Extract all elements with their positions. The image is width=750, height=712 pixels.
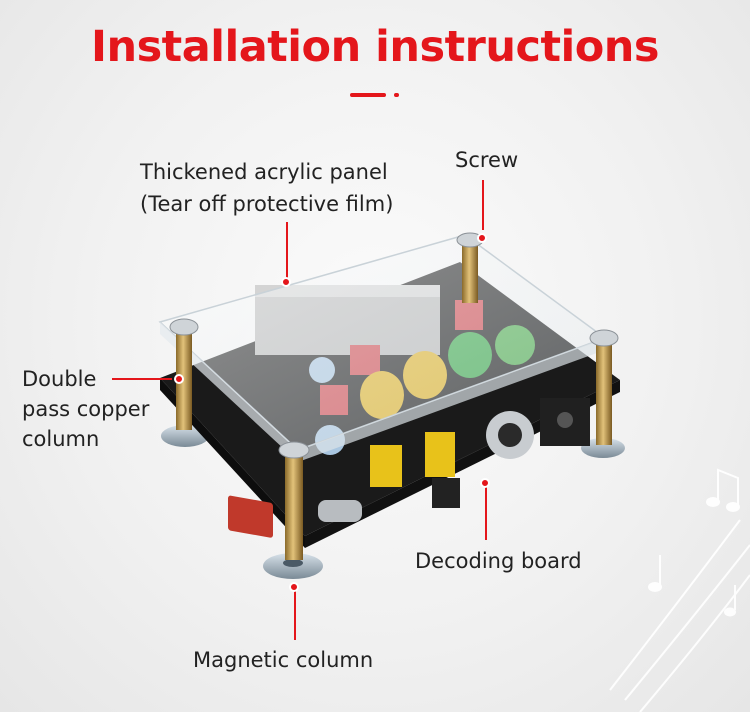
music-notes-icon	[609, 468, 750, 712]
callout-dot-magnetic	[289, 582, 299, 592]
callout-line-screw	[482, 180, 484, 230]
label-decoding-board: Decoding board	[415, 549, 582, 573]
callout-dot-decoding	[480, 478, 490, 488]
title-underline	[350, 93, 386, 97]
label-acrylic-panel-line2: (Tear off protective film)	[140, 192, 394, 216]
label-copper-line2: pass copper	[22, 397, 150, 421]
copper-columns	[176, 243, 612, 560]
callout-dot-screw	[477, 233, 487, 243]
callout-dot-panel	[281, 277, 291, 287]
label-copper-line1: Double	[22, 367, 97, 391]
page-title: Installation instructions	[90, 22, 660, 72]
label-screw: Screw	[455, 148, 519, 172]
callout-line-panel	[286, 222, 288, 278]
label-copper-line3: column	[22, 427, 100, 451]
magnetic-feet	[161, 425, 625, 579]
title-underline-dot	[394, 93, 399, 97]
label-magnetic-column: Magnetic column	[193, 648, 374, 672]
callout-line-magnetic	[294, 590, 296, 640]
label-acrylic-panel-line1: Thickened acrylic panel	[140, 160, 388, 184]
callout-line-decoding	[485, 486, 487, 540]
callout-line-copper	[112, 378, 172, 380]
callout-dot-copper	[174, 374, 184, 384]
screws	[169, 232, 619, 459]
